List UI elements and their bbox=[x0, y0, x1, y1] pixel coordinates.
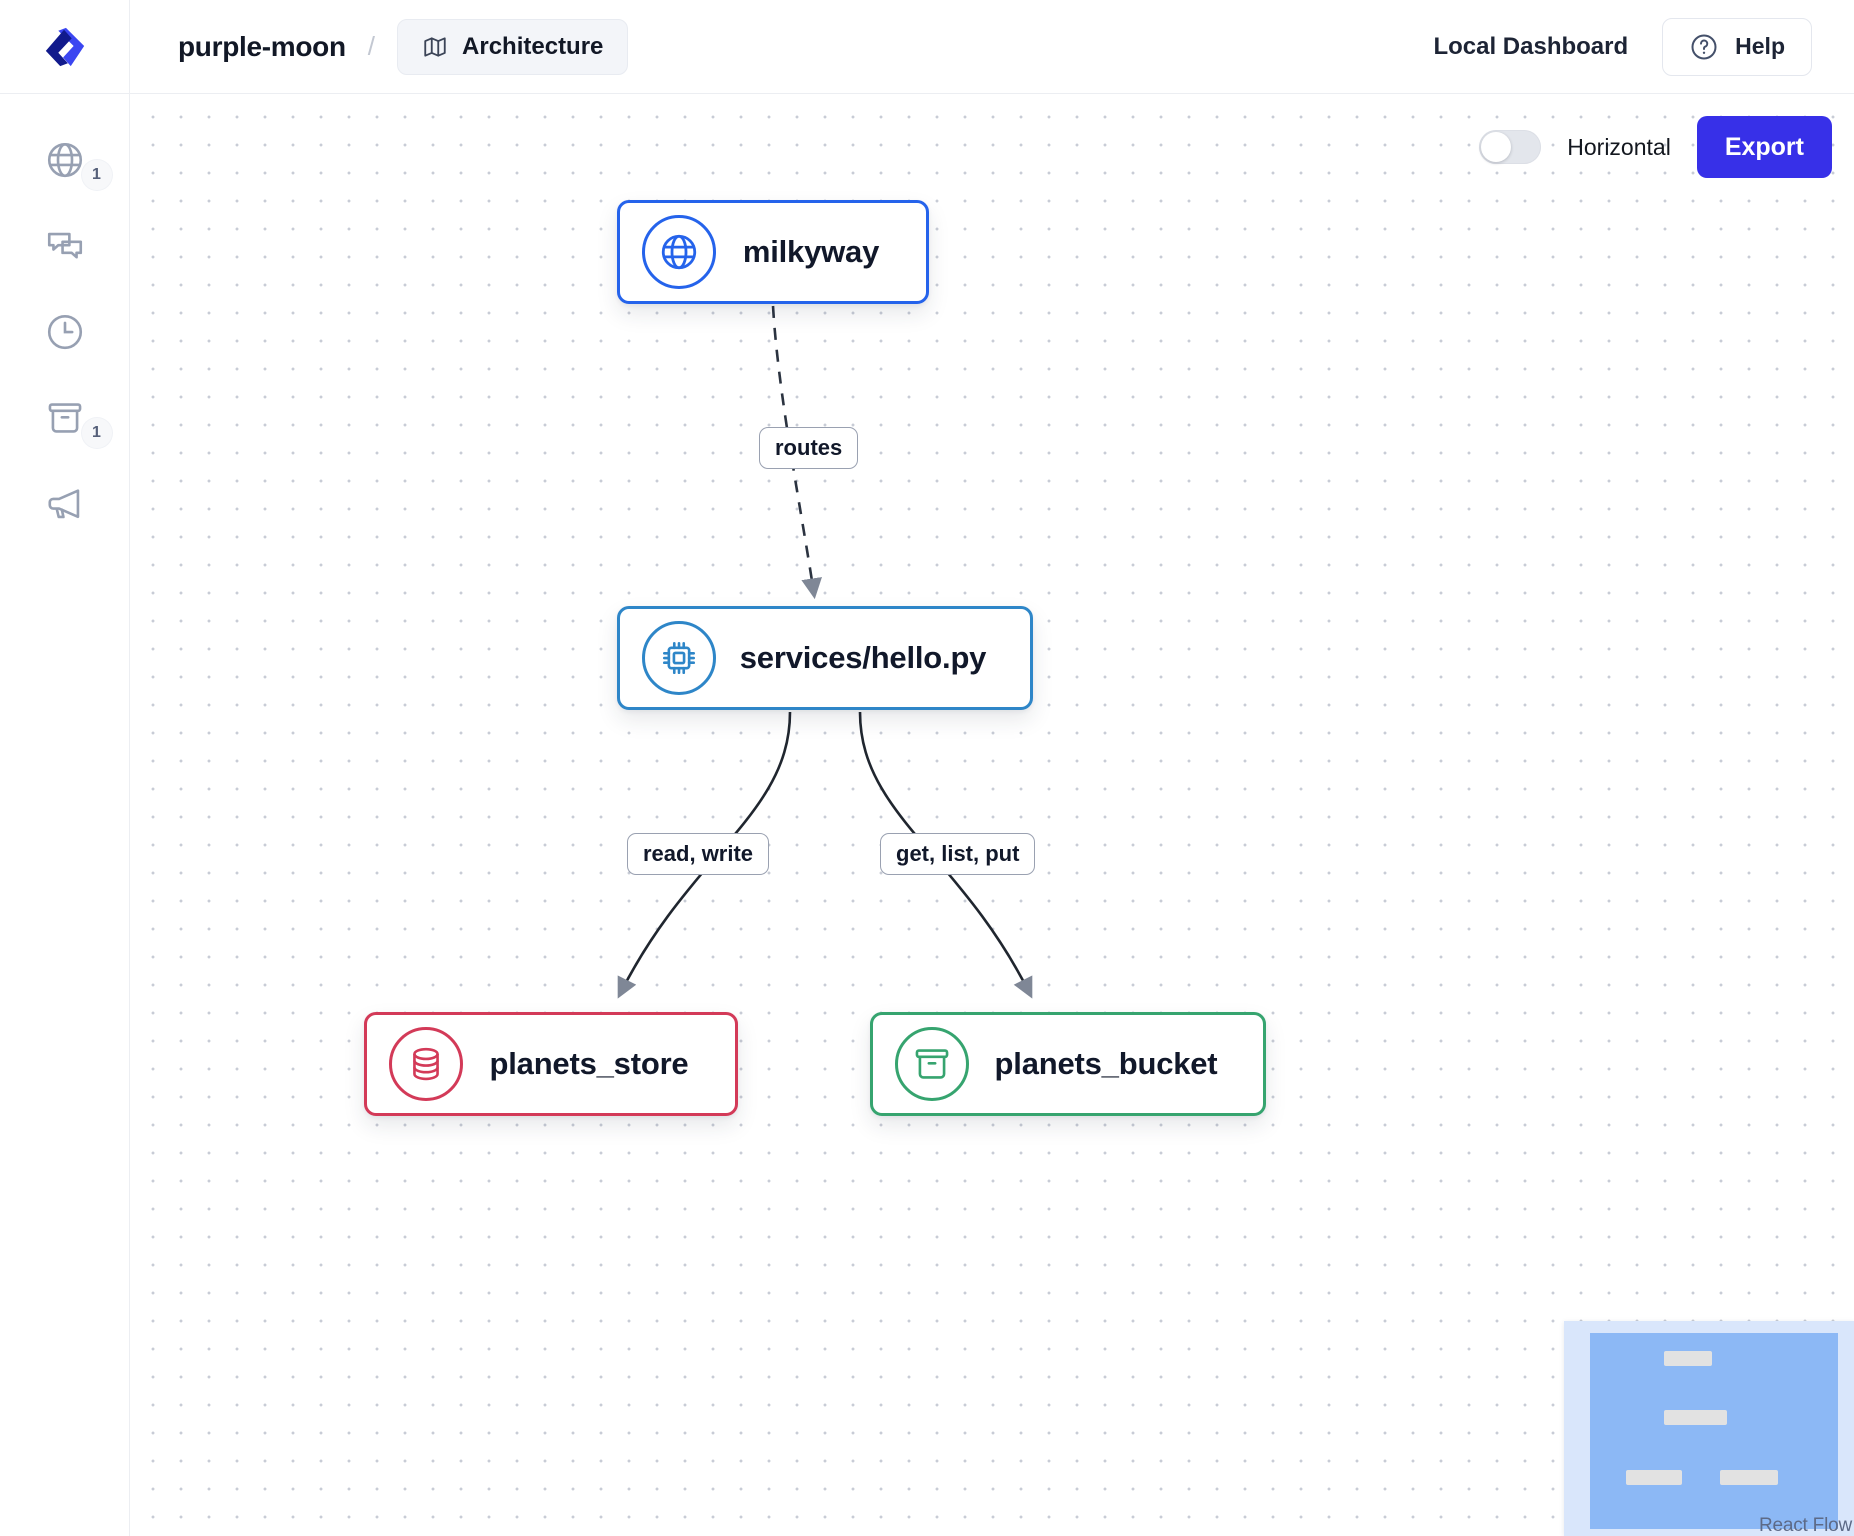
database-icon bbox=[413, 1047, 439, 1081]
tab-architecture-label: Architecture bbox=[462, 32, 604, 60]
toggle-knob bbox=[1481, 132, 1512, 162]
megaphone-icon bbox=[47, 489, 79, 519]
app-logo[interactable] bbox=[0, 0, 130, 94]
flow-graph: milkyway services/hello.py bbox=[130, 94, 1854, 1536]
chip-icon bbox=[662, 641, 696, 675]
tab-architecture[interactable]: Architecture bbox=[397, 18, 629, 75]
sidebar-badge-globe: 1 bbox=[81, 160, 112, 190]
node-label: planets_store bbox=[489, 1046, 689, 1081]
clock-icon bbox=[47, 314, 82, 350]
minimap-node bbox=[1626, 1470, 1682, 1485]
node-icon-wrap bbox=[895, 1027, 969, 1101]
node-label: services/hello.py bbox=[739, 640, 987, 675]
horizontal-toggle[interactable] bbox=[1479, 130, 1542, 164]
bucket-icon bbox=[48, 403, 81, 433]
body: 1 1 bbox=[0, 94, 1854, 1536]
bucket-icon bbox=[915, 1049, 949, 1079]
edge-label-routes[interactable]: routes bbox=[759, 427, 859, 469]
node-label: planets_bucket bbox=[994, 1046, 1218, 1081]
sidebar-item-globe[interactable]: 1 bbox=[22, 130, 112, 190]
sidebar: 1 1 bbox=[0, 94, 130, 1536]
help-button-label: Help bbox=[1735, 33, 1785, 59]
node-planets-bucket[interactable]: planets_bucket bbox=[870, 1012, 1266, 1116]
canvas-controls: Horizontal Export bbox=[1479, 116, 1832, 178]
minimap-node bbox=[1664, 1351, 1712, 1366]
sidebar-item-messages[interactable] bbox=[22, 216, 108, 276]
minimap-node bbox=[1664, 1410, 1727, 1425]
local-dashboard-label: Local Dashboard bbox=[1433, 32, 1629, 60]
project-name[interactable]: purple-moon bbox=[178, 30, 346, 62]
node-icon-wrap bbox=[642, 215, 716, 289]
graph-edges bbox=[617, 305, 1033, 999]
react-flow-attribution[interactable]: React Flow bbox=[1758, 1515, 1852, 1536]
minimap-viewport[interactable] bbox=[1590, 1333, 1838, 1529]
top-bar: purple-moon / Architecture Local Dashboa… bbox=[0, 0, 1854, 94]
sidebar-item-bucket[interactable]: 1 bbox=[22, 388, 112, 448]
horizontal-toggle-label: Horizontal bbox=[1567, 133, 1671, 160]
chevron-logo-icon bbox=[45, 27, 84, 66]
sidebar-item-megaphone[interactable] bbox=[22, 474, 108, 534]
messages-icon bbox=[47, 232, 82, 259]
breadcrumb-separator: / bbox=[367, 31, 376, 61]
edge-label-read-write[interactable]: read, write bbox=[627, 833, 770, 875]
question-circle-icon bbox=[1691, 34, 1717, 59]
minimap-node bbox=[1720, 1470, 1778, 1485]
map-icon bbox=[424, 36, 446, 57]
export-button[interactable]: Export bbox=[1696, 116, 1832, 178]
node-label: milkyway bbox=[742, 234, 880, 269]
breadcrumb: purple-moon / Architecture bbox=[130, 18, 629, 75]
top-bar-right: Local Dashboard Help bbox=[1433, 17, 1854, 76]
minimap[interactable] bbox=[1564, 1321, 1854, 1536]
globe-icon bbox=[661, 234, 697, 270]
sidebar-item-clock[interactable] bbox=[22, 302, 108, 362]
node-icon-wrap bbox=[642, 621, 716, 695]
node-icon-wrap bbox=[389, 1027, 463, 1101]
globe-icon bbox=[47, 142, 82, 178]
help-button[interactable]: Help bbox=[1662, 17, 1812, 76]
sidebar-badge-bucket: 1 bbox=[81, 418, 112, 448]
node-services-hello-py[interactable]: services/hello.py bbox=[617, 606, 1033, 710]
flow-canvas[interactable]: Horizontal Export bbox=[130, 94, 1854, 1536]
node-milkyway[interactable]: milkyway bbox=[617, 200, 929, 304]
edge-label-get-list-put[interactable]: get, list, put bbox=[880, 833, 1036, 875]
node-planets-store[interactable]: planets_store bbox=[364, 1012, 738, 1116]
